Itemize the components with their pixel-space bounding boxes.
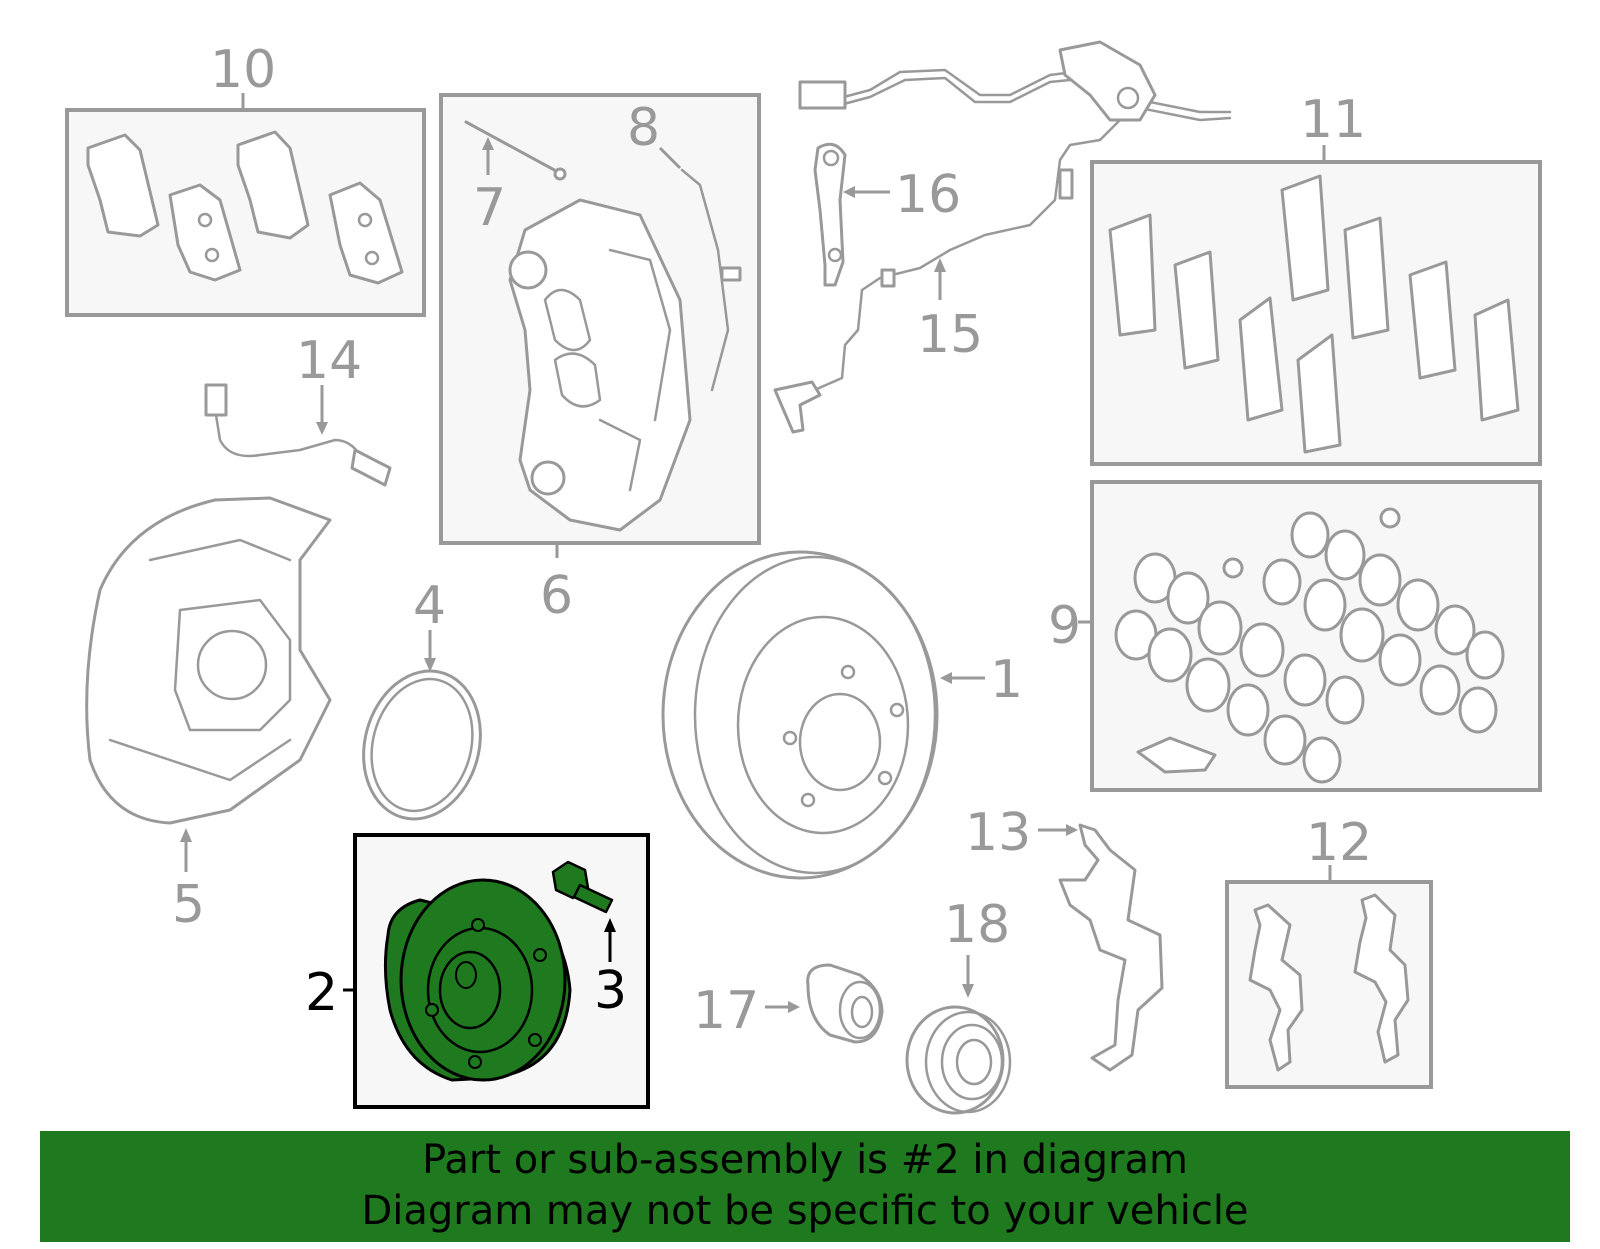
part-1-brake-rotor[interactable]: [661, 550, 939, 880]
part-11-shim-kit[interactable]: [1090, 145, 1542, 466]
callout-17: 17: [693, 981, 759, 1041]
banner-line-2: Diagram may not be specific to your vehi…: [361, 1188, 1249, 1234]
part-14-brake-hose[interactable]: [204, 383, 392, 487]
callout-12: 12: [1306, 813, 1372, 873]
callout-4: 4: [413, 576, 446, 636]
callout-2: 2: [305, 963, 338, 1023]
banner-line-1: Part or sub-assembly is #2 in diagram: [422, 1137, 1188, 1183]
callout-18: 18: [944, 895, 1010, 955]
callout-10: 10: [210, 40, 276, 100]
part-9-seal-kit[interactable]: [1078, 480, 1542, 792]
part-8-brake-line[interactable]: [680, 168, 742, 392]
part-4-seal-ring[interactable]: [348, 658, 497, 832]
part-15-abs-sensor-harness[interactable]: [773, 40, 1232, 434]
callout-1: 1: [990, 650, 1023, 710]
callout-14: 14: [296, 331, 362, 391]
part-13-clip[interactable]: [1058, 823, 1164, 1072]
part-5-dust-shield[interactable]: [85, 496, 332, 825]
part-6-caliper-assembly[interactable]: [439, 93, 761, 558]
part-18-bearing[interactable]: [905, 1005, 1012, 1115]
callout-13: 13: [965, 803, 1031, 863]
callout-11: 11: [1300, 90, 1366, 150]
part-3-hub-bolt[interactable]: [551, 860, 614, 914]
part-16-sensor-bracket[interactable]: [813, 142, 847, 287]
part-7-bolt[interactable]: [464, 120, 567, 181]
callout-5: 5: [172, 875, 205, 935]
callout-15: 15: [917, 305, 983, 365]
callout-8: 8: [627, 98, 660, 158]
info-banner: Part or sub-assembly is #2 in diagram Di…: [40, 1131, 1570, 1242]
callout-6: 6: [540, 566, 573, 626]
callout-7: 7: [473, 178, 506, 238]
callout-3: 3: [594, 961, 627, 1021]
callout-9: 9: [1048, 596, 1081, 656]
part-17-bushing[interactable]: [806, 963, 884, 1044]
part-12-spring-kit[interactable]: [1225, 865, 1433, 1089]
callout-16: 16: [895, 165, 961, 225]
part-10-brake-pad-set[interactable]: [65, 93, 426, 317]
part-2-hub-assembly[interactable]: [383, 878, 572, 1082]
